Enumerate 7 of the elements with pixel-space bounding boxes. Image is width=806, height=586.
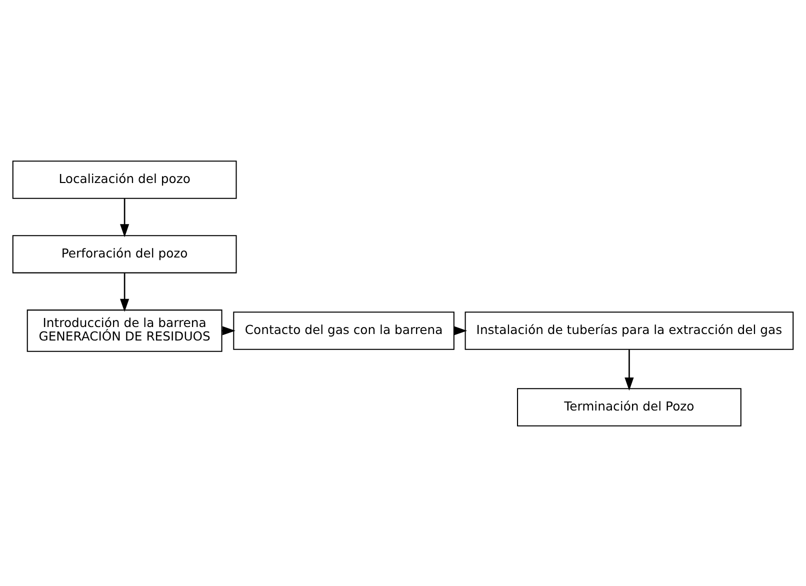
node-box: Terminación del Pozo: [517, 388, 742, 426]
arrow: [120, 272, 130, 312]
node-box: Perforación del pozo: [12, 234, 237, 273]
arrow: [624, 349, 634, 390]
node-box: Instalación de tuberías para la extracción del gas: [464, 311, 794, 350]
node-box: Localización del pozo: [12, 160, 237, 198]
arrow: [120, 198, 130, 237]
